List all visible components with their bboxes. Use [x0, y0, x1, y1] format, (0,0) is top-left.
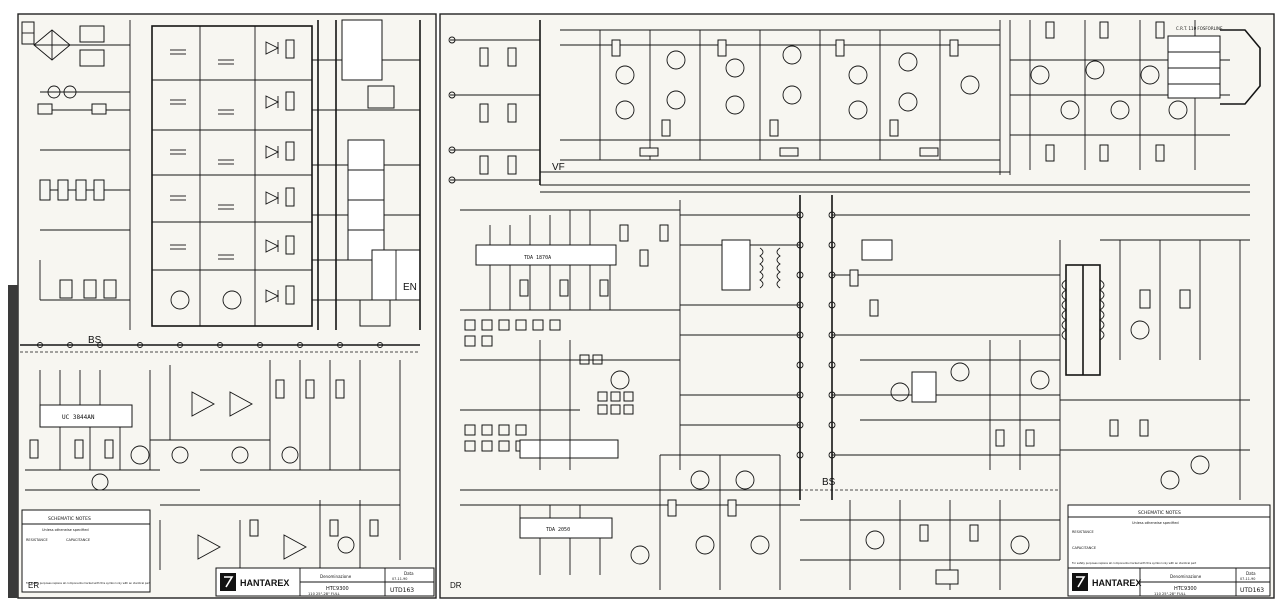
left-notes-safety: For safety purposes replace all componen…	[26, 581, 150, 585]
audio-sync-section	[460, 454, 1060, 590]
right-title-block	[1067, 567, 1271, 597]
rgb-amplifier-section	[560, 20, 1230, 175]
left-tb-date: 07-11-90	[392, 577, 407, 581]
pwm-controller-section	[25, 360, 401, 570]
crt-label: C.R.T. 110 FOSFORLINE	[1176, 26, 1223, 31]
left-section-label-en: EN	[403, 282, 417, 293]
vertical-deflection-section	[460, 200, 681, 470]
ic-uc3844an	[39, 404, 133, 428]
right-notes-subtitle: Unless otherwise specified	[1132, 521, 1179, 525]
left-ic-label: UC 3844AN	[62, 414, 95, 421]
right-notes-capacitance: CAPACITANCE	[1072, 546, 1096, 550]
ic-tda2050	[519, 517, 613, 539]
left-notes-resistance: RESISTANCE	[26, 538, 48, 542]
left-tb-subtitle: 110 25"-28" FULL	[308, 592, 340, 596]
right-section-label-bs: BS	[822, 477, 836, 488]
left-notes-capacitance: CAPACITANCE	[66, 538, 90, 542]
right-notes-safety: For safety purposes replace all componen…	[1072, 561, 1196, 565]
left-tb-description: HTC9300	[326, 586, 349, 592]
right-notes-box	[1067, 504, 1271, 569]
right-notes-resistance: RESISTANCE	[1072, 530, 1094, 534]
right-tb-date: 07-11-90	[1240, 577, 1255, 581]
right-tb-subtitle: 110 25"-28" FULL	[1154, 592, 1186, 596]
left-notes-title: SCHEMATIC NOTES	[48, 516, 91, 522]
right-tb-date-label: Data	[1246, 571, 1256, 576]
right-ic-label-1: TDA 1870A	[524, 255, 551, 261]
connector-column	[312, 19, 421, 330]
right-tb-description-label: Denominazione	[1170, 574, 1202, 579]
right-section-label-vf: VF	[552, 162, 565, 173]
horizontal-output-section	[860, 239, 1250, 560]
left-tb-code: UTD163	[390, 587, 414, 594]
right-logo: HANTAREX	[1092, 578, 1141, 588]
right-section-label-dr: DR	[450, 581, 462, 590]
right-ic-label-2: TDA 2050	[546, 527, 570, 533]
bs-bus	[20, 342, 420, 353]
left-notes-subtitle: Unless otherwise specified	[42, 528, 89, 532]
left-title-block	[215, 567, 435, 597]
left-tb-date-label: Data	[404, 571, 414, 576]
power-supply-section	[151, 25, 313, 327]
right-notes-title: SCHEMATIC NOTES	[1138, 510, 1181, 516]
left-logo: HANTAREX	[240, 578, 289, 588]
left-section-label-er: ER	[28, 581, 39, 590]
video-input-section	[448, 20, 1250, 193]
crt-socket	[1167, 29, 1261, 105]
right-tb-description: HTC9300	[1174, 586, 1197, 592]
mains-input-section	[21, 20, 131, 330]
centre-connector-column	[680, 195, 1250, 500]
left-notes-box	[21, 509, 151, 593]
left-section-label-bs: BS	[88, 335, 102, 346]
right-tb-code: UTD163	[1240, 587, 1264, 594]
left-sheet	[8, 13, 437, 599]
ic-tda1870a	[475, 244, 617, 266]
left-tb-description-label: Denominazione	[320, 574, 352, 579]
right-sheet	[439, 13, 1275, 599]
